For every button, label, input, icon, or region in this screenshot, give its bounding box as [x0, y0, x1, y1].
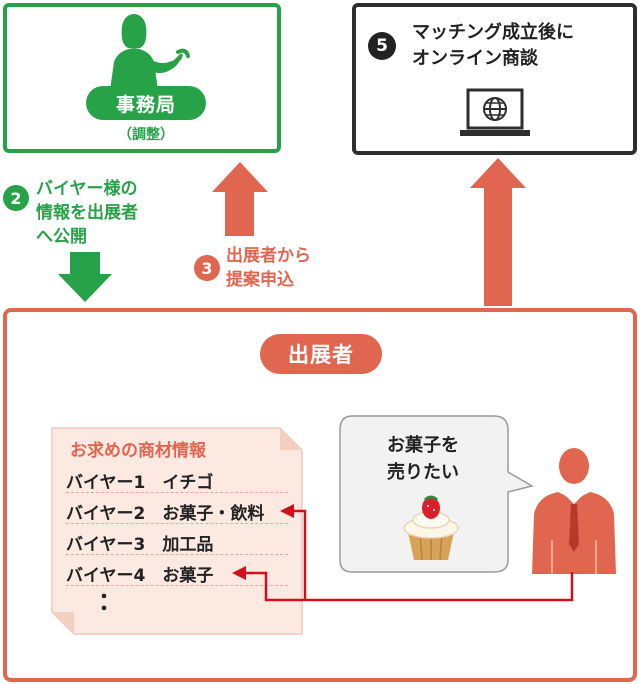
step2-down-arrow [58, 252, 112, 302]
step3-line1: 出展者から [226, 246, 311, 266]
speech-bubble [339, 415, 534, 573]
step3-up-arrow [212, 162, 268, 236]
cupcake-icon [403, 495, 459, 561]
step2-line1: バイヤー様の [36, 179, 138, 199]
step2-text: バイヤー様の 情報を出展者 へ公開 [36, 177, 196, 249]
speech-text: お菓子を 売りたい [348, 432, 498, 486]
secretariat-label: 事務局 [86, 86, 206, 120]
step2-badge: 2 [3, 185, 29, 211]
online-meeting-line2: オンライン商談 [412, 48, 538, 69]
buyer-list-row-1: バイヤー1 イチゴ [66, 473, 214, 493]
laptop-globe-icon [460, 88, 530, 136]
secretariat-sublabel: （調整） [118, 127, 174, 143]
speech-line1: お菓子を [387, 435, 459, 456]
step5-badge: 5 [368, 32, 396, 60]
row-divider [66, 585, 288, 586]
connector-arrowhead-row-2 [280, 504, 294, 518]
row-divider [66, 492, 288, 493]
buyer-list-row-3: バイヤー3 加工品 [66, 535, 214, 555]
buyer-list-row-4: バイヤー4 お菓子 [66, 566, 214, 586]
connector-to-row-2 [294, 509, 307, 600]
secretariat-person-icon [110, 14, 190, 90]
step2-line3: へ公開 [36, 227, 87, 247]
online-meeting-text: マッチング成立後に オンライン商談 [412, 20, 632, 72]
step2-line2: 情報を出展者 [36, 203, 138, 223]
step3-badge: 3 [194, 255, 220, 281]
exhibitor-person-icon [532, 448, 616, 574]
buyer-list-paper [51, 427, 303, 635]
buyer-list-row-2: バイヤー2 お菓子・飲料 [66, 504, 265, 524]
row-divider [66, 554, 288, 555]
online-up-arrow [470, 158, 526, 306]
buyer-list-title: お求めの商材情報 [70, 441, 206, 461]
exhibitor-label: 出展者 [260, 334, 382, 374]
step3-line2: 提案申込 [226, 270, 294, 290]
online-meeting-line1: マッチング成立後に [412, 22, 574, 43]
buyer-list-continuation: ・ ・ [95, 587, 113, 620]
step3-text: 出展者から 提案申込 [226, 244, 366, 292]
connector-arrowhead-row-4 [232, 566, 246, 580]
connector-to-row-4 [246, 571, 574, 602]
online-meeting-box [352, 3, 637, 155]
row-divider [66, 523, 288, 524]
speech-line2: 売りたい [387, 462, 459, 483]
